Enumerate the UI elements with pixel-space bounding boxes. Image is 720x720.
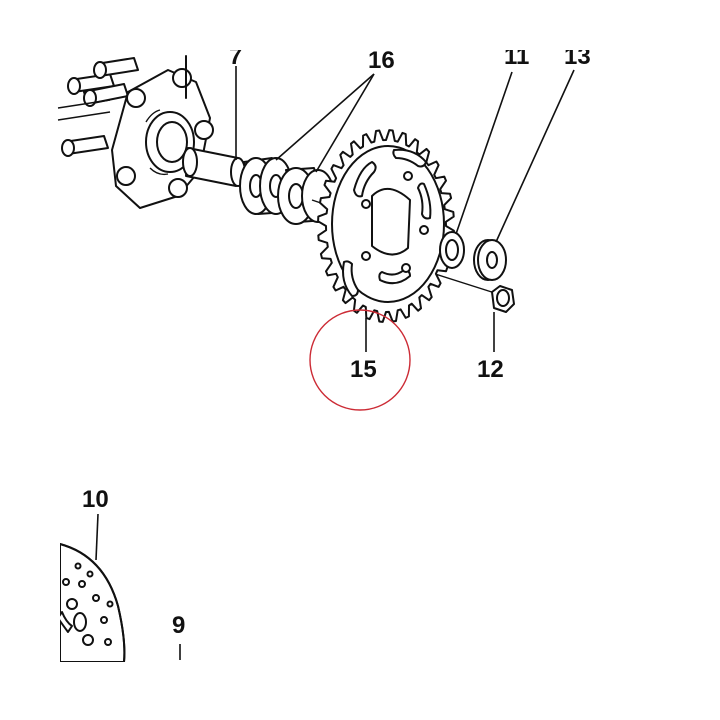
hub-bolts (57, 57, 139, 157)
circlip (439, 71, 513, 269)
label-16: 16 (368, 47, 395, 74)
sprocket (317, 129, 455, 323)
brake-disc (57, 513, 126, 663)
washer (473, 69, 575, 281)
bottom-crop-mask (0, 662, 720, 720)
hub-carrier (57, 55, 214, 209)
leader-16a (275, 73, 375, 161)
nut (491, 285, 515, 352)
leader-10 (95, 513, 99, 561)
label-12: 12 (477, 356, 504, 383)
left-crop-mask (0, 520, 60, 720)
leader-11 (455, 71, 513, 235)
label-15: 15 (350, 356, 377, 383)
top-crop-mask (0, 0, 720, 50)
leader-13 (495, 69, 575, 243)
label-10: 10 (82, 486, 109, 513)
highlight-circle (309, 309, 411, 411)
label-9: 9 (172, 612, 185, 639)
leader-16b (315, 73, 375, 173)
